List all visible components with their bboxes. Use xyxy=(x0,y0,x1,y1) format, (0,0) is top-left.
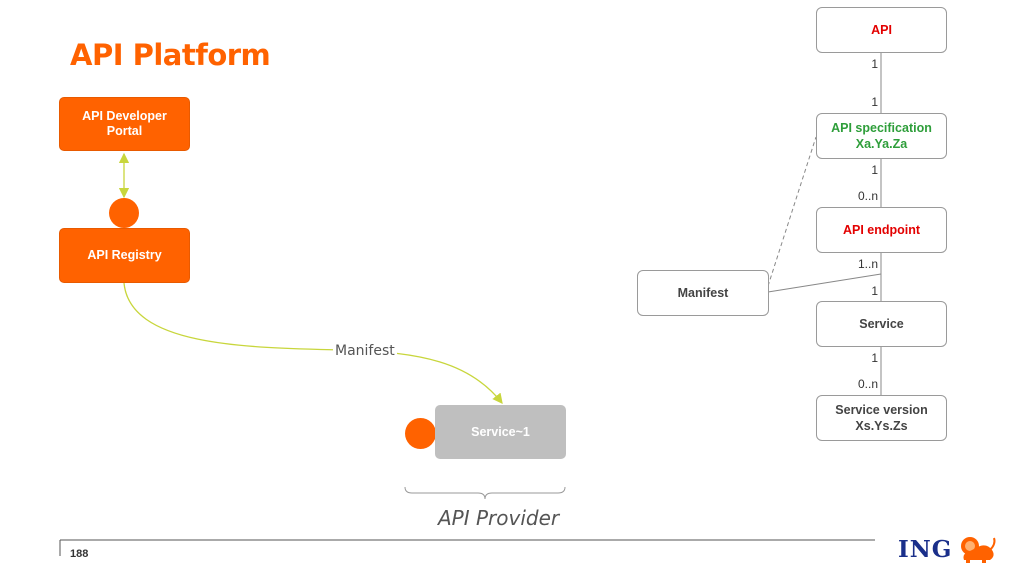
service-1-node: Service~1 xyxy=(435,405,566,459)
api-developer-portal-label: API Developer Portal xyxy=(82,109,167,138)
api-provider-caption: API Provider xyxy=(438,506,560,530)
manifest-spec-dashed-line xyxy=(767,136,817,287)
manifest-edge-label: Manifest xyxy=(333,343,397,359)
service-interface-dot xyxy=(405,418,436,449)
mult-service-top: 1 xyxy=(871,351,878,365)
api-specification-node: API specification Xa.Ya.Za xyxy=(816,113,947,159)
api-registry-label: API Registry xyxy=(87,248,162,262)
registry-interface-dot xyxy=(109,198,139,228)
mult-spec-top: 1 xyxy=(871,163,878,177)
page-number: 188 xyxy=(70,548,89,560)
mult-service-bottom: 0..n xyxy=(857,377,878,391)
api-node-label: API xyxy=(871,23,892,37)
service-node: Service xyxy=(816,301,947,347)
api-endpoint-label: API endpoint xyxy=(842,223,921,237)
manifest-service-line xyxy=(767,273,882,293)
ing-logo-text: ING xyxy=(898,535,953,563)
service-version-node: Service version Xs.Ys.Zs xyxy=(816,395,947,441)
service-1-label: Service~1 xyxy=(471,425,530,439)
mult-endpoint-bottom: 1 xyxy=(871,284,878,298)
ing-logo: ING xyxy=(898,534,998,564)
api-specification-label: API specification Xa.Ya.Za xyxy=(831,121,932,151)
mult-spec-bottom: 0..n xyxy=(857,189,878,203)
api-developer-portal-node: API Developer Portal xyxy=(59,97,190,151)
lion-icon xyxy=(961,537,996,563)
page-title: API Platform xyxy=(70,38,271,72)
manifest-connector xyxy=(123,282,503,405)
api-node: API xyxy=(816,7,947,53)
service-version-label: Service version Xs.Ys.Zs xyxy=(835,403,928,433)
mult-api-top: 1 xyxy=(871,57,878,71)
manifest-node: Manifest xyxy=(637,270,769,316)
manifest-node-label: Manifest xyxy=(677,286,729,300)
service-node-label: Service xyxy=(859,317,904,331)
api-registry-node: API Registry xyxy=(59,228,190,283)
mult-api-bottom: 1 xyxy=(871,95,878,109)
provider-brace xyxy=(404,486,566,500)
mult-endpoint-top: 1..n xyxy=(857,257,878,271)
api-endpoint-node: API endpoint xyxy=(816,207,947,253)
